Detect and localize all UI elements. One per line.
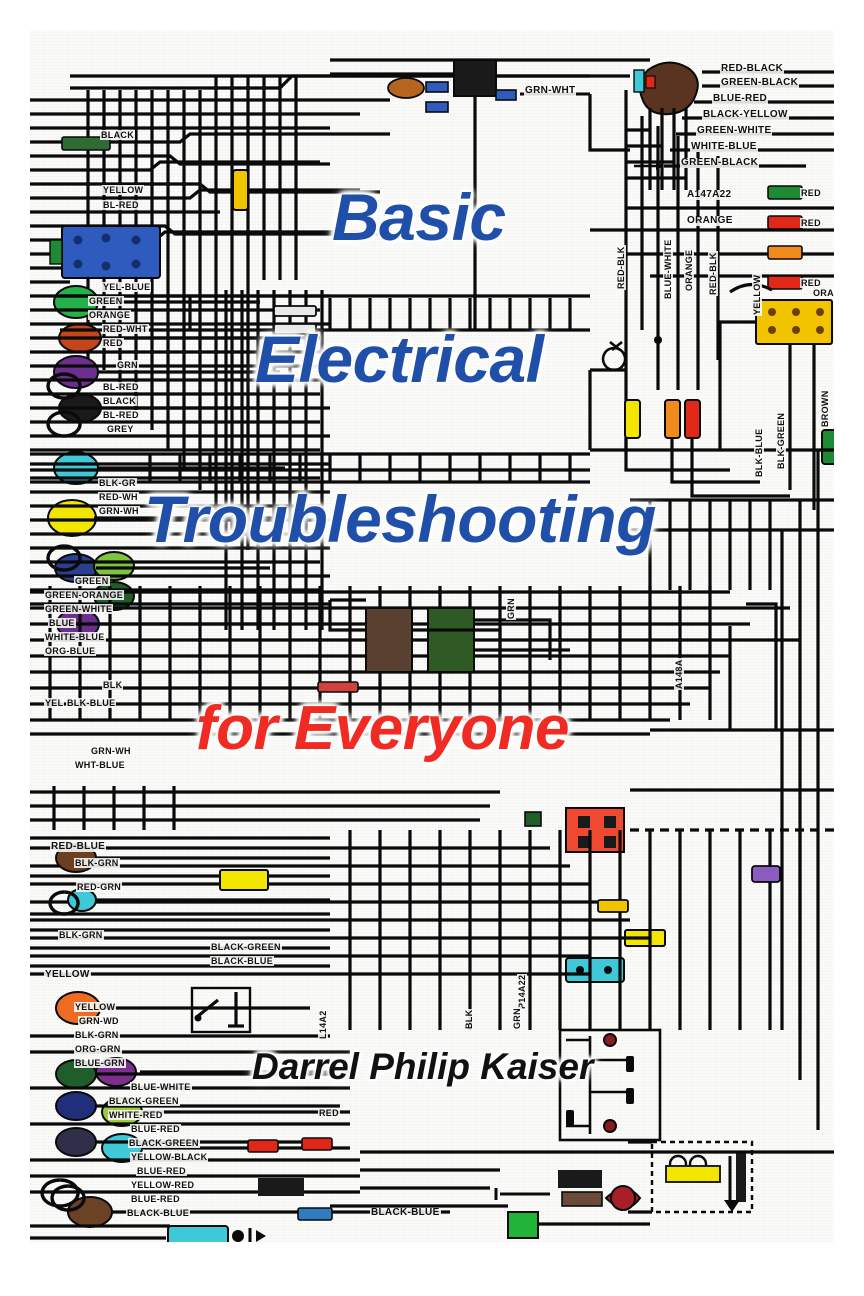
wire-label: BL-RED xyxy=(102,200,140,210)
wire-label: RED-GRN xyxy=(76,882,123,892)
wire-label: BLACK-YELLOW xyxy=(702,109,789,120)
wire-label: BLUE-RED xyxy=(130,1194,181,1204)
wire-label: BROWN xyxy=(820,389,830,428)
wire-label: BLK-BLUE xyxy=(66,698,117,708)
wire-label: ORANGE xyxy=(684,248,694,292)
wire-label: WHT-BLUE xyxy=(74,760,126,770)
wire-label: ORANGE xyxy=(686,215,734,226)
wire-label: BLK xyxy=(464,1008,474,1030)
title-line-1: Basic xyxy=(332,180,506,254)
wire-label: YELLOW-BLACK xyxy=(130,1152,209,1162)
wire-label: RED-BLK xyxy=(708,251,718,296)
wire-label: WHITE-BLUE xyxy=(690,141,758,152)
wire-label: GRN xyxy=(512,1007,522,1030)
wire-label: ORA xyxy=(812,288,834,298)
wire-label: BLACK-GREEN xyxy=(210,942,282,952)
wire-label: GREY xyxy=(106,424,135,434)
wire-label: BLUE-RED xyxy=(136,1166,187,1176)
wire-label: GRN-WD xyxy=(78,1016,120,1026)
circuit-code-label: A148A xyxy=(674,658,684,690)
wire-label: GREEN-ORANGE xyxy=(44,590,125,600)
wire-label: RED xyxy=(800,188,822,198)
wire-label: RED xyxy=(800,218,822,228)
author-name: Darrel Philip Kaiser xyxy=(252,1046,594,1087)
wire-label: GRN-WHT xyxy=(524,85,577,96)
wire-label: GRN-WH xyxy=(90,746,132,756)
wire-label: BLK-GRN xyxy=(74,858,120,868)
wire-label: BLK-GRN xyxy=(74,1030,120,1040)
wire-label: ORANGE xyxy=(88,310,132,320)
wire-label: YEL-BLUE xyxy=(102,282,152,292)
wire-label: WHITE-BLUE xyxy=(44,632,106,642)
circuit-code-label: A147A22 xyxy=(686,189,733,200)
wire-label: GRN xyxy=(116,360,139,370)
wire-label: BLUE-WHITE xyxy=(663,238,673,300)
wire-label: RED xyxy=(800,278,822,288)
wire-label: YELLOW xyxy=(102,185,145,195)
wire-label: GREEN xyxy=(88,296,124,306)
wire-label: BLUE xyxy=(48,618,76,628)
wire-label: YELLOW xyxy=(74,1002,117,1012)
wire-label: BLUE-RED xyxy=(712,93,769,104)
wire-label: RED-BLK xyxy=(616,245,626,290)
wire-label: GREEN-BLACK xyxy=(720,77,800,88)
wire-label: BLACK-GREEN xyxy=(108,1096,180,1106)
wire-label: GRN xyxy=(506,597,516,620)
wire-label: GREEN xyxy=(74,576,110,586)
wire-label: RED-WH xyxy=(98,492,139,502)
wire-label: YELLOW xyxy=(44,969,91,980)
wire-label: BLK xyxy=(102,680,124,690)
wire-label: BLK-GRN xyxy=(58,930,104,940)
wire-label: RED xyxy=(102,338,124,348)
wire-label: BL-RED xyxy=(102,410,140,420)
wire-label: BLACK-BLUE xyxy=(370,1207,441,1218)
wire-label: BLACK xyxy=(100,130,135,140)
wire-label: RED-BLACK xyxy=(720,63,785,74)
wire-label: BLK-BLUE xyxy=(754,427,764,478)
title-line-4: for Everyone xyxy=(196,694,570,763)
wire-label: YELLOW-RED xyxy=(130,1180,196,1190)
title-line-3: Troubleshooting xyxy=(144,482,656,556)
wire-label: GREEN-BLACK xyxy=(680,157,760,168)
wire-label: BLUE-WHITE xyxy=(130,1082,192,1092)
wire-label: ORG-GRN xyxy=(74,1044,122,1054)
title-line-2: Electrical xyxy=(255,322,544,396)
wire-label: BL-RED xyxy=(102,382,140,392)
wire-label: RED-WHT xyxy=(102,324,149,334)
wire-label: YEL xyxy=(44,698,65,708)
wire-label: BLACK-BLUE xyxy=(126,1208,190,1218)
wire-label: GRN-WH xyxy=(98,506,140,516)
wire-label: WHITE-RED xyxy=(108,1110,164,1120)
circuit-code-label: P14A22 xyxy=(517,973,527,1010)
wire-label: BLK-GR xyxy=(98,478,137,488)
wire-label: GREEN-WHITE xyxy=(696,125,773,136)
wire-label: RED-BLUE xyxy=(50,841,107,852)
circuit-code-label: L14A2 xyxy=(318,1009,328,1040)
wire-label: RED xyxy=(318,1108,340,1118)
wire-label: BLK-GREEN xyxy=(776,411,786,470)
wire-label: GREEN-WHITE xyxy=(44,604,114,614)
wire-label: BLACK-BLUE xyxy=(210,956,274,966)
wire-label: BLUE-RED xyxy=(130,1124,181,1134)
wire-label: BLACK-GREEN xyxy=(128,1138,200,1148)
wire-label: ORG-BLUE xyxy=(44,646,97,656)
wire-label: BLACK xyxy=(102,396,137,406)
wire-label: BLUE-GRN xyxy=(74,1058,126,1068)
wire-label: YELLOW xyxy=(752,273,762,316)
